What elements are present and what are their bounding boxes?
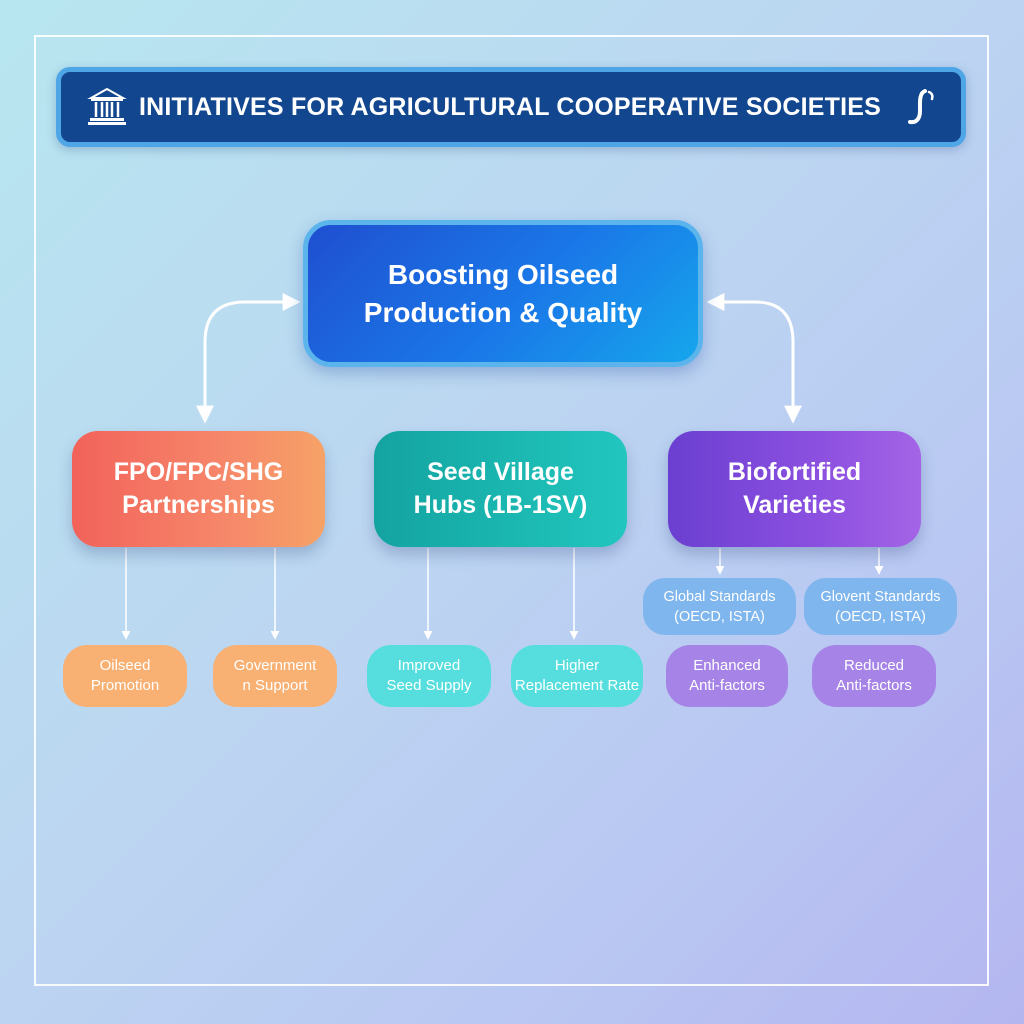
leaf-enhanced-anti-factors: Enhanced Anti-factors bbox=[666, 645, 788, 707]
government-building-icon bbox=[87, 87, 127, 125]
category-biofortified-varieties: Biofortified Varieties bbox=[668, 431, 921, 547]
leaf-enhanced-line1: Enhanced bbox=[693, 657, 761, 674]
leaf-oilseed-line2: Promotion bbox=[90, 677, 160, 694]
leaf-global-line1: Global Standards bbox=[663, 588, 776, 605]
category-fpo-line2: Partnerships bbox=[122, 491, 275, 519]
leaf-government-line1: Government bbox=[233, 657, 317, 674]
leaf-reduced-anti-factors: Reduced Anti-factors bbox=[812, 645, 936, 707]
category-seed-line2: Hubs (1B-1SV) bbox=[413, 491, 588, 519]
leaf-higher-line1: Higher bbox=[554, 657, 600, 674]
category-fpo-line1: FPO/FPC/SHG bbox=[113, 458, 284, 486]
category-bio-line2: Varieties bbox=[743, 491, 846, 519]
leaf-improved-line1: Improved bbox=[397, 657, 461, 674]
central-line1: Boosting Oilseed bbox=[387, 258, 619, 290]
leaf-oilseed-line1: Oilseed bbox=[99, 657, 151, 674]
header-banner: INITIATIVES FOR AGRICULTURAL COOPERATIVE… bbox=[56, 67, 966, 147]
leaf-glovent-standards: Glovent Standards (OECD, ISTA) bbox=[804, 578, 957, 635]
leaf-higher-replacement-rate: Higher Replacement Rate bbox=[511, 645, 643, 707]
leaf-government-support: Government n Support bbox=[213, 645, 337, 707]
leaf-improved-line2: Seed Supply bbox=[386, 677, 472, 694]
leaf-enhanced-line2: Anti-factors bbox=[689, 677, 765, 694]
leaf-oilseed-promotion: Oilseed Promotion bbox=[63, 645, 187, 707]
leaf-improved-seed-supply: Improved Seed Supply bbox=[367, 645, 491, 707]
category-seed-village-hubs: Seed Village Hubs (1B-1SV) bbox=[374, 431, 627, 547]
header-title: INITIATIVES FOR AGRICULTURAL COOPERATIVE… bbox=[139, 93, 881, 121]
outer-frame bbox=[34, 35, 989, 986]
leaf-reduced-line1: Reduced bbox=[843, 657, 905, 674]
leaf-global-standards: Global Standards (OECD, ISTA) bbox=[643, 578, 796, 635]
leaf-global-line2: (OECD, ISTA) bbox=[674, 608, 765, 625]
leaf-glovent-line1: Glovent Standards bbox=[820, 588, 941, 605]
category-fpo-partnerships: FPO/FPC/SHG Partnerships bbox=[72, 431, 325, 547]
central-line2: Production & Quality bbox=[363, 296, 643, 328]
leaf-government-line2: n Support bbox=[242, 677, 308, 694]
leaf-glovent-line2: (OECD, ISTA) bbox=[835, 608, 926, 625]
leaf-higher-line2: Replacement Rate bbox=[514, 677, 640, 694]
category-bio-line1: Biofortified bbox=[727, 458, 862, 486]
central-node: Boosting Oilseed Production & Quality bbox=[303, 220, 703, 367]
leaf-reduced-line2: Anti-factors bbox=[836, 677, 912, 694]
script-logo-icon bbox=[908, 89, 934, 125]
category-seed-line1: Seed Village bbox=[427, 458, 574, 486]
